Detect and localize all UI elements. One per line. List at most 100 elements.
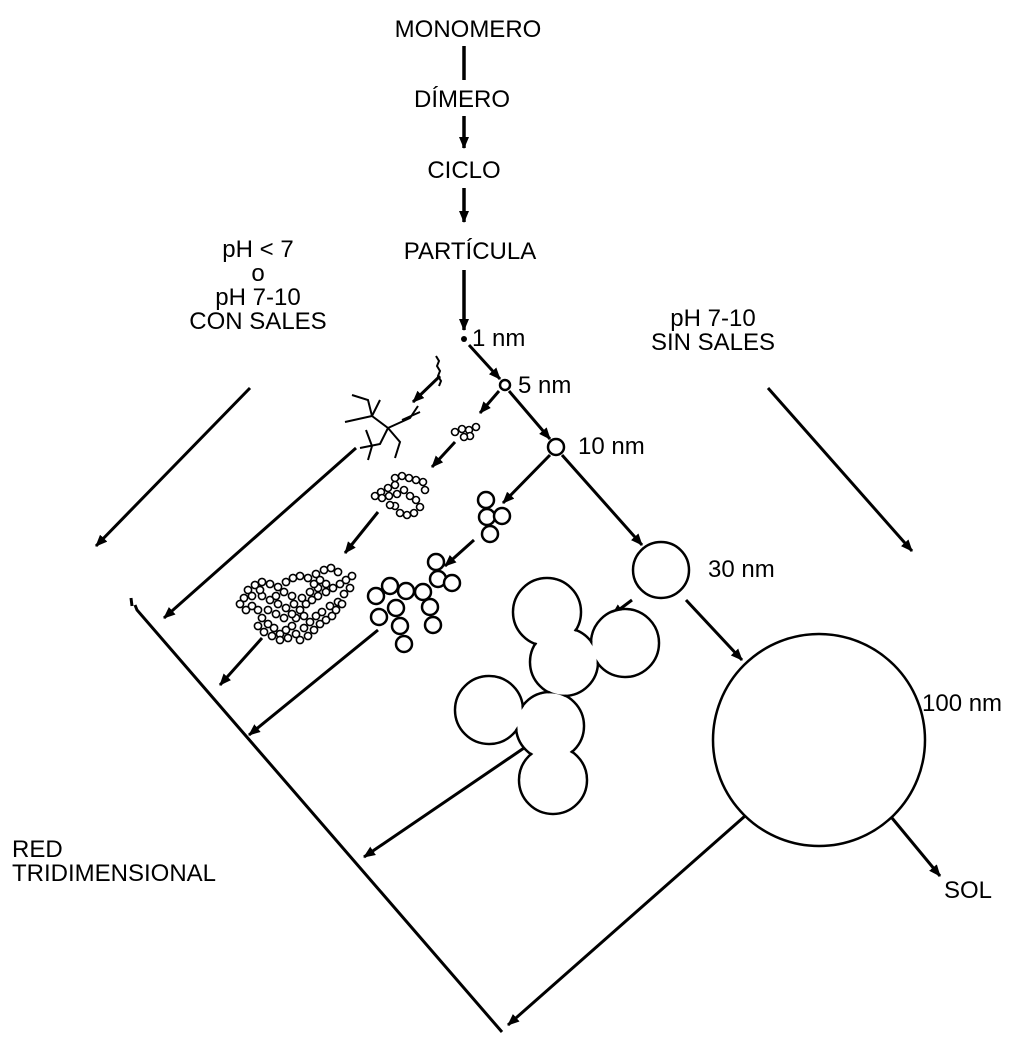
bead	[260, 628, 267, 635]
bead	[304, 574, 311, 581]
network-label: RED TRIDIMENSIONAL	[12, 836, 216, 887]
size-label-10nm: 10 nm	[578, 433, 645, 460]
bead	[236, 600, 243, 607]
arrow-10nm-cluster	[503, 455, 550, 503]
particle-1nm	[461, 336, 467, 342]
network-bracket-hook	[131, 598, 132, 606]
particle-100nm	[713, 634, 925, 846]
arrow-cluster5-small-medium	[432, 442, 455, 467]
arrow-cluster30-red	[364, 748, 524, 857]
svg-text:RED: RED	[12, 836, 63, 863]
bead	[272, 592, 279, 599]
bead	[314, 592, 321, 599]
bead	[304, 632, 311, 639]
bead	[346, 584, 353, 591]
bead	[280, 588, 287, 595]
cluster-5nm-small	[452, 424, 480, 441]
svg-text:o: o	[251, 260, 264, 287]
svg-text:SIN SALES: SIN SALES	[651, 329, 775, 356]
bead	[306, 588, 313, 595]
monomer-label: MONOMERO	[395, 16, 542, 43]
bead	[248, 592, 255, 599]
right-condition-label: pH 7-10 SIN SALES	[651, 305, 775, 356]
bead	[272, 610, 279, 617]
bead	[270, 624, 277, 631]
bead	[284, 634, 291, 641]
bead	[258, 614, 265, 621]
bead	[276, 636, 283, 643]
bead	[310, 626, 317, 633]
cluster-particle-fill	[592, 610, 657, 675]
arrow-cluster5-medium-large	[345, 512, 378, 553]
bead	[268, 632, 275, 639]
bead	[334, 568, 341, 575]
arrow-100nm-red	[508, 816, 745, 1025]
arrow-cluster10-large-red	[249, 630, 378, 735]
bead	[316, 576, 323, 583]
svg-text:CON SALES: CON SALES	[189, 308, 326, 335]
arrow-cluster5-large-red	[220, 638, 262, 685]
arrow-10nm-30nm	[562, 455, 642, 545]
cluster-5nm-medium	[372, 473, 429, 519]
bead	[256, 586, 263, 593]
bead	[288, 592, 295, 599]
bead	[306, 618, 313, 625]
bead	[329, 584, 336, 591]
bead	[282, 578, 289, 585]
bead	[322, 588, 329, 595]
bead	[340, 590, 347, 597]
bead	[300, 624, 307, 631]
cluster-30nm	[455, 578, 659, 814]
particle-30nm	[633, 542, 689, 598]
bead	[280, 614, 287, 621]
right-condition-arrow	[768, 388, 912, 551]
cluster-particle-fill	[456, 677, 521, 742]
bead	[258, 578, 265, 585]
bead	[338, 600, 345, 607]
bead	[254, 606, 261, 613]
bead	[282, 604, 289, 611]
arrow-chain-network	[413, 376, 440, 402]
bead	[332, 606, 339, 613]
bead	[348, 572, 355, 579]
bead	[296, 572, 303, 579]
svg-text:pH 7-10: pH 7-10	[670, 305, 755, 332]
cluster-particle-fill	[520, 747, 585, 812]
size-label-5nm: 5 nm	[518, 372, 571, 399]
cluster-10nm-large	[368, 554, 460, 652]
svg-text:pH 7-10: pH 7-10	[215, 284, 300, 311]
bead	[288, 622, 295, 629]
size-label-1nm: 1 nm	[472, 325, 525, 352]
bead	[266, 580, 273, 587]
bead	[296, 636, 303, 643]
particle-10nm	[548, 439, 564, 455]
size-label-100nm: 100 nm	[922, 690, 1002, 717]
cluster-5nm-large	[236, 564, 355, 643]
arrow-100nm-sol	[892, 818, 940, 876]
small-chain-fragment	[436, 356, 441, 386]
bead	[320, 566, 327, 573]
early-network	[345, 395, 420, 460]
dimer-label: DÍMERO	[414, 86, 510, 113]
bead	[264, 606, 271, 613]
bead	[254, 622, 261, 629]
svg-text:TRIDIMENSIONAL: TRIDIMENSIONAL	[12, 860, 216, 887]
bead	[290, 600, 297, 607]
sol-label: SOL	[944, 877, 992, 904]
bead	[318, 608, 325, 615]
left-condition-label: pH < 7 o pH 7-10 CON SALES	[189, 236, 326, 335]
particle-label: PARTÍCULA	[404, 238, 536, 265]
arrow-5nm-cluster	[480, 391, 499, 413]
arrow-30nm-100nm	[686, 600, 742, 660]
bead	[327, 564, 334, 571]
bead	[300, 612, 307, 619]
bead	[274, 600, 281, 607]
left-condition-arrow	[96, 388, 250, 546]
bead	[288, 610, 295, 617]
cluster-particle-fill	[531, 629, 596, 694]
cycle-label: CICLO	[427, 157, 500, 184]
bead	[298, 594, 305, 601]
svg-text:pH < 7: pH < 7	[222, 236, 293, 263]
bead	[289, 574, 296, 581]
